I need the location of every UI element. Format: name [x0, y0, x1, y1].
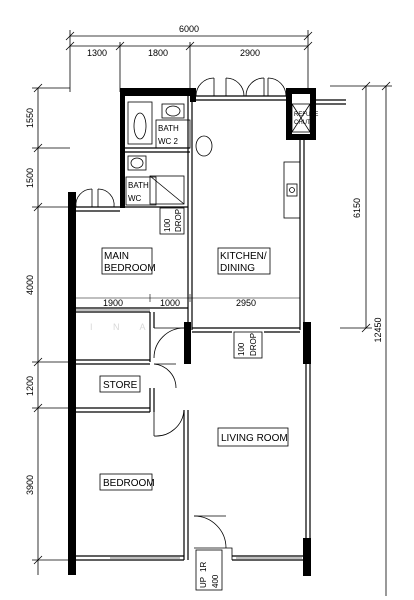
living-room-label: LIVING ROOM	[221, 433, 288, 444]
doors	[75, 77, 287, 560]
main-bedroom-line-2: BEDROOM	[104, 263, 156, 274]
bath-wc-2-line-2: WC 2	[158, 137, 179, 146]
dim-left-3: 4000	[25, 275, 35, 295]
drop-middle-word: DROP	[249, 333, 258, 356]
dim-top-segment-2: 1800	[148, 48, 168, 58]
refuse-chute-line-2: CHUTE	[294, 120, 315, 126]
room-label-bedroom: BEDROOM	[99, 473, 155, 491]
dim-left-2: 1500	[25, 168, 35, 188]
refuse-chute-line-1: REFUSE	[294, 112, 318, 118]
note-drop-upper: 100 DROP	[159, 207, 185, 235]
main-bedroom-line-1: MAIN	[104, 251, 129, 262]
bedroom-label: BEDROOM	[103, 478, 155, 489]
top-dimension-lines	[65, 30, 313, 92]
kitchen-counter	[283, 161, 301, 219]
dim-top-total: 6000	[179, 24, 199, 34]
room-label-main-bedroom: MAIN BEDROOM	[101, 247, 156, 275]
dim-right-total: 12450	[373, 317, 383, 342]
right-dimension-lines	[330, 81, 392, 596]
watermark: I N A	[90, 322, 155, 332]
bath-wc-line-1: BATH	[128, 181, 149, 190]
bathroom-fixtures	[127, 101, 213, 205]
drop-middle-value: 100	[237, 342, 246, 356]
partition-walls	[76, 95, 346, 561]
dim-top-segment-3: 2900	[240, 48, 260, 58]
dim-left-1: 1550	[25, 108, 35, 128]
entrance-step-line-3: 400	[211, 574, 220, 588]
windows	[76, 309, 302, 559]
room-label-bath-wc-2: BATH WC 2	[155, 119, 191, 149]
entrance-step-line-1: UP	[199, 577, 208, 588]
store-label: STORE	[103, 380, 138, 391]
left-dimension-lines	[32, 83, 70, 575]
dim-left-4: 1200	[25, 376, 35, 396]
dim-left-5: 3900	[25, 475, 35, 495]
dim-top-segment-1: 1300	[87, 48, 107, 58]
room-label-refuse-chute: REFUSE CHUTE	[294, 112, 318, 126]
room-label-kitchen-dining: KITCHEN/ DINING	[217, 247, 271, 275]
bath-wc-2-line-1: BATH	[158, 124, 179, 133]
note-drop-middle: 100 DROP	[233, 331, 263, 359]
drop-upper-word: DROP	[174, 209, 183, 232]
dim-middle-3: 2950	[236, 298, 256, 308]
dim-middle-2: 1000	[160, 298, 180, 308]
room-label-store: STORE	[99, 375, 141, 393]
entrance-step-line-2: 1R	[199, 562, 208, 572]
dim-right-upper: 6150	[352, 198, 362, 218]
room-label-bath-wc: BATH WC	[125, 176, 157, 206]
kitchen-dining-line-2: DINING	[220, 263, 255, 274]
drop-upper-value: 100	[163, 218, 172, 232]
structural-walls	[68, 88, 316, 576]
dim-middle-1: 1900	[103, 298, 123, 308]
bath-wc-line-2: WC	[128, 194, 142, 203]
middle-dimension-lines	[76, 294, 300, 302]
room-label-living-room: LIVING ROOM	[217, 427, 289, 447]
kitchen-dining-line-1: KITCHEN/	[220, 251, 267, 262]
note-entrance-step: UP 1R 400	[195, 549, 223, 591]
refuse-chute-hatch	[291, 103, 311, 133]
